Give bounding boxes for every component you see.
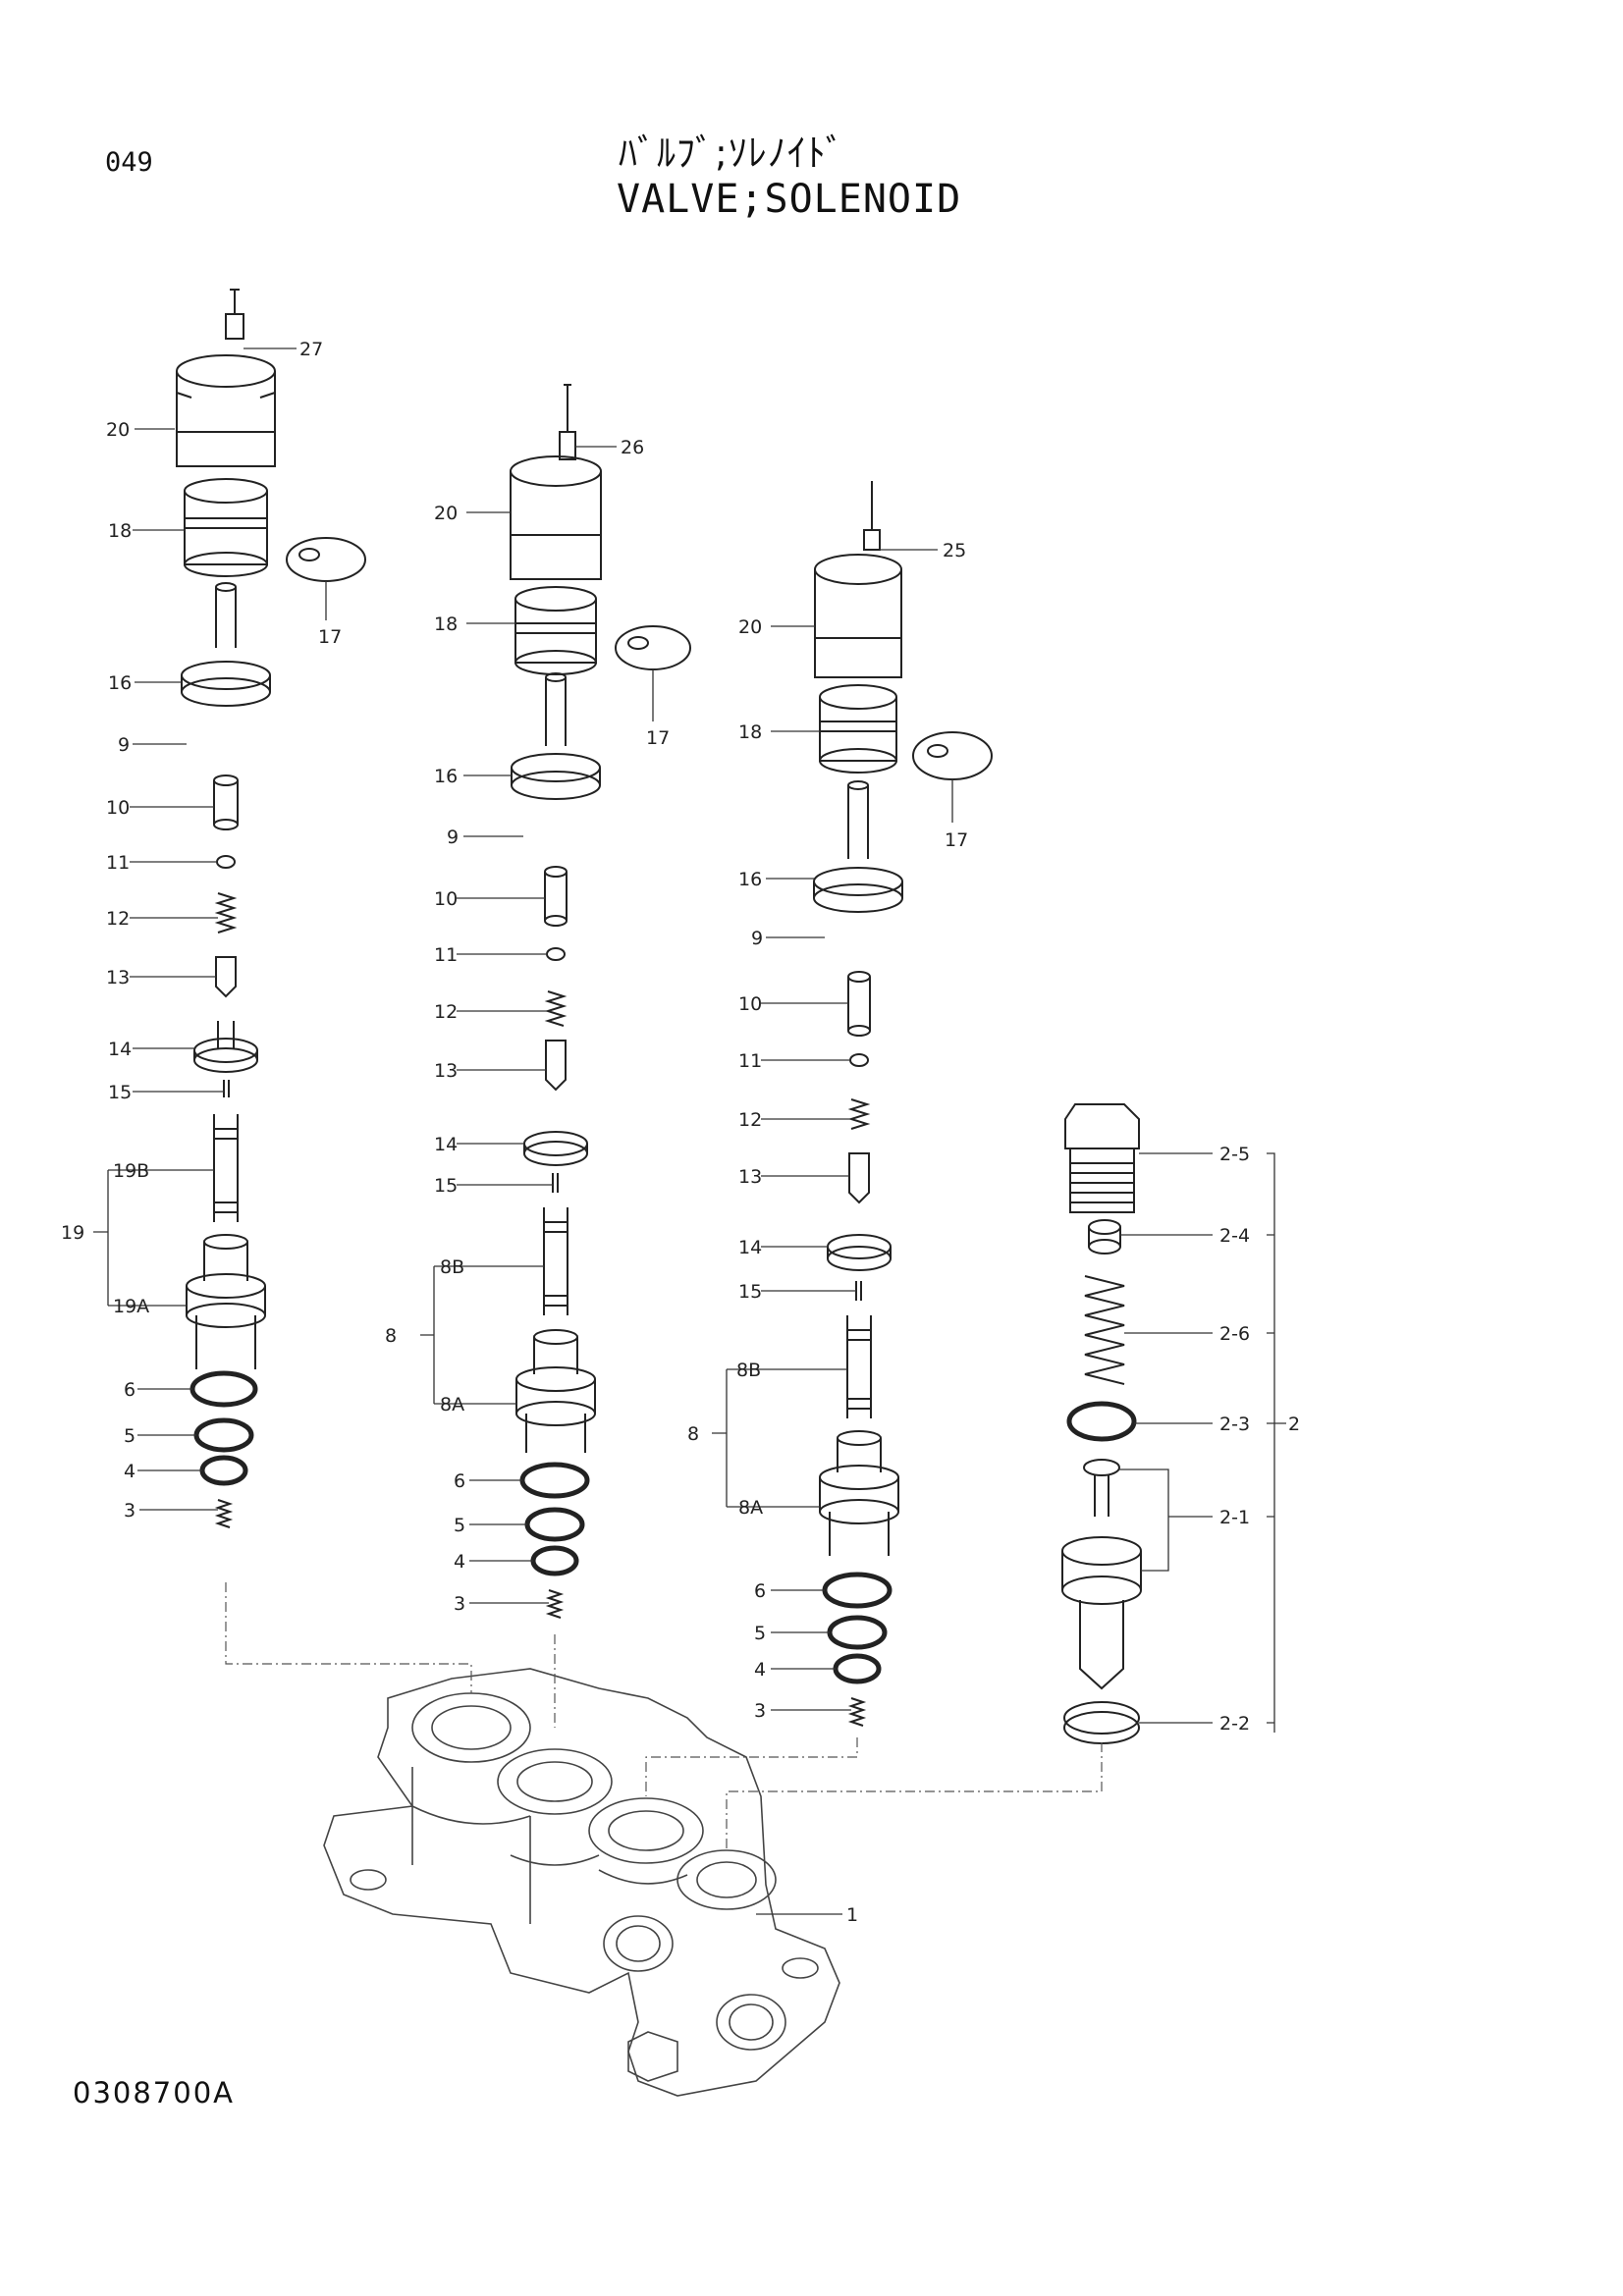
- callout-26: 26: [621, 437, 644, 458]
- assembly-lines: [225, 1582, 1103, 1850]
- callout-13-c: 13: [738, 1166, 762, 1188]
- callout-4-a: 4: [124, 1461, 135, 1482]
- callout-2-2: 2-2: [1219, 1713, 1250, 1735]
- column-c-parts: [813, 481, 993, 1727]
- callout-13-b: 13: [434, 1060, 458, 1082]
- callout-15-a: 15: [108, 1082, 132, 1103]
- callout-8B-b: 8B: [440, 1256, 464, 1278]
- callout-14-a: 14: [108, 1039, 132, 1060]
- callout-5-c: 5: [754, 1623, 766, 1644]
- callout-12-c: 12: [738, 1109, 762, 1131]
- callout-1: 1: [846, 1904, 858, 1926]
- callout-20-b: 20: [434, 503, 458, 524]
- callout-8A-b: 8A: [440, 1394, 464, 1415]
- callout-16-c: 16: [738, 869, 762, 890]
- leader-lines: [93, 347, 1286, 1915]
- callout-2-3: 2-3: [1219, 1414, 1250, 1435]
- callout-14-b: 14: [434, 1134, 458, 1155]
- callout-18-b: 18: [434, 614, 458, 635]
- callout-5-a: 5: [124, 1425, 135, 1447]
- callout-8B-c: 8B: [736, 1360, 761, 1381]
- callout-11-c: 11: [738, 1050, 762, 1072]
- callout-10-a: 10: [106, 797, 130, 819]
- column-d-parts: [1061, 1103, 1142, 1744]
- callout-19A: 19A: [113, 1296, 149, 1317]
- callout-27: 27: [299, 339, 323, 360]
- callout-9-c: 9: [751, 928, 763, 949]
- callout-2-1: 2-1: [1219, 1507, 1250, 1528]
- callout-2: 2: [1288, 1414, 1300, 1435]
- callout-6-a: 6: [124, 1379, 135, 1401]
- page-number: 049: [105, 147, 153, 178]
- column-b-parts: [510, 384, 691, 1619]
- callout-8A-c: 8A: [738, 1497, 763, 1519]
- callout-12-b: 12: [434, 1001, 458, 1023]
- callout-14-c: 14: [738, 1237, 762, 1258]
- callout-3-b: 3: [454, 1593, 465, 1615]
- callout-9-b: 9: [447, 827, 459, 848]
- callout-12-a: 12: [106, 908, 130, 930]
- callout-4-b: 4: [454, 1551, 465, 1573]
- callout-11-a: 11: [106, 852, 130, 874]
- callout-19B: 19B: [113, 1160, 149, 1182]
- callout-labels: 27 20 18 17 16 9 10 11 12 13 14 15 19B 1…: [61, 339, 1300, 1926]
- callout-15-c: 15: [738, 1281, 762, 1303]
- callout-17-a: 17: [318, 626, 342, 648]
- callout-3-c: 3: [754, 1700, 766, 1722]
- callout-5-b: 5: [454, 1515, 465, 1536]
- callout-10-b: 10: [434, 888, 458, 910]
- callout-18-c: 18: [738, 721, 762, 743]
- callout-13-a: 13: [106, 967, 130, 988]
- drawing-code: 0308700A: [73, 2076, 235, 2109]
- manifold-body: [323, 1668, 840, 2097]
- callout-15-b: 15: [434, 1175, 458, 1197]
- callout-16-b: 16: [434, 766, 458, 787]
- callout-8-b: 8: [385, 1325, 397, 1347]
- callout-19: 19: [61, 1222, 84, 1244]
- callout-6-b: 6: [454, 1470, 465, 1492]
- callout-11-b: 11: [434, 944, 458, 966]
- title-japanese: ﾊﾞﾙﾌﾞ;ｿﾚﾉｲﾄﾞ: [619, 132, 845, 175]
- callout-16-a: 16: [108, 672, 132, 694]
- callout-4-c: 4: [754, 1659, 766, 1681]
- callout-20-a: 20: [106, 419, 130, 441]
- callout-20-c: 20: [738, 616, 762, 638]
- callout-10-c: 10: [738, 993, 762, 1015]
- column-a-parts: [176, 289, 366, 1528]
- callout-2-4: 2-4: [1219, 1225, 1250, 1247]
- callout-18-a: 18: [108, 520, 132, 542]
- callout-8-c: 8: [687, 1423, 699, 1445]
- callout-2-6: 2-6: [1219, 1323, 1250, 1345]
- callout-3-a: 3: [124, 1500, 135, 1522]
- title-english: VALVE;SOLENOID: [617, 177, 962, 222]
- callout-25: 25: [943, 540, 966, 561]
- parts-drawing: [176, 289, 1142, 2097]
- callout-6-c: 6: [754, 1580, 766, 1602]
- callout-17-c: 17: [945, 829, 968, 851]
- callout-17-b: 17: [646, 727, 670, 749]
- callout-2-5: 2-5: [1219, 1144, 1250, 1165]
- callout-9-a: 9: [118, 734, 130, 756]
